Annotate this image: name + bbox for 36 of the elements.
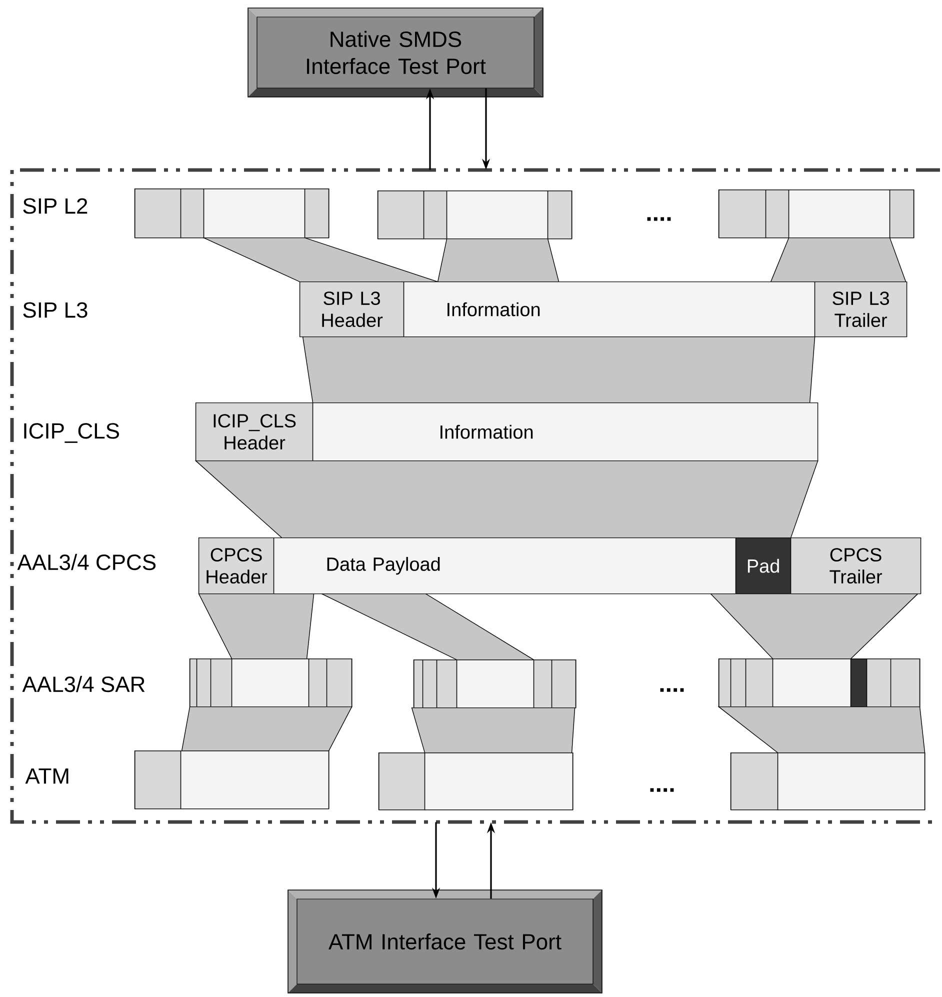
layer-label: ATM	[25, 768, 68, 784]
layer-label: AAL3/4 CPCS	[17, 554, 156, 570]
port-box: Native SMDS Interface Test Port	[248, 8, 544, 98]
pdu-frame	[378, 752, 574, 810]
mapping-band	[411, 707, 576, 754]
pdu-frame	[413, 659, 576, 708]
mapping-band	[437, 238, 560, 282]
information-box: Information	[312, 402, 818, 462]
mapping-band	[198, 593, 314, 660]
layer-label: SIP L3	[23, 302, 88, 318]
pdu-frame	[189, 658, 352, 708]
port-box: ATM Interface Test Port	[288, 890, 602, 994]
ellipsis: ....	[650, 788, 674, 792]
pad-box: Pad	[735, 537, 792, 594]
header-box: ICIP_CLS Header	[195, 402, 314, 462]
dash-dot-frame	[10, 168, 940, 824]
mapping-band	[302, 336, 816, 404]
pdu-frame	[134, 750, 330, 810]
ellipsis: ....	[647, 217, 671, 221]
trailer-box: CPCS Trailer	[790, 537, 922, 594]
pdu-frame	[730, 752, 926, 810]
ellipsis: ....	[660, 688, 684, 692]
mapping-band	[181, 706, 352, 752]
pdu-frame	[718, 658, 920, 708]
trailer-box: SIP L3 Trailer	[814, 281, 908, 338]
layer-label: ICIP_CLS	[24, 423, 119, 443]
payload-box: Data Payload	[273, 537, 736, 594]
layer-label: SIP L2	[23, 198, 88, 214]
information-box: Information	[403, 281, 816, 338]
mapping-band	[770, 237, 906, 282]
pdu-frame	[377, 190, 572, 240]
header-box: CPCS Header	[198, 537, 274, 594]
header-box: SIP L3 Header	[299, 281, 404, 338]
layer-label: AAL3/4 SAR	[22, 676, 145, 692]
pdu-frame	[134, 188, 330, 238]
pdu-frame	[718, 189, 914, 238]
